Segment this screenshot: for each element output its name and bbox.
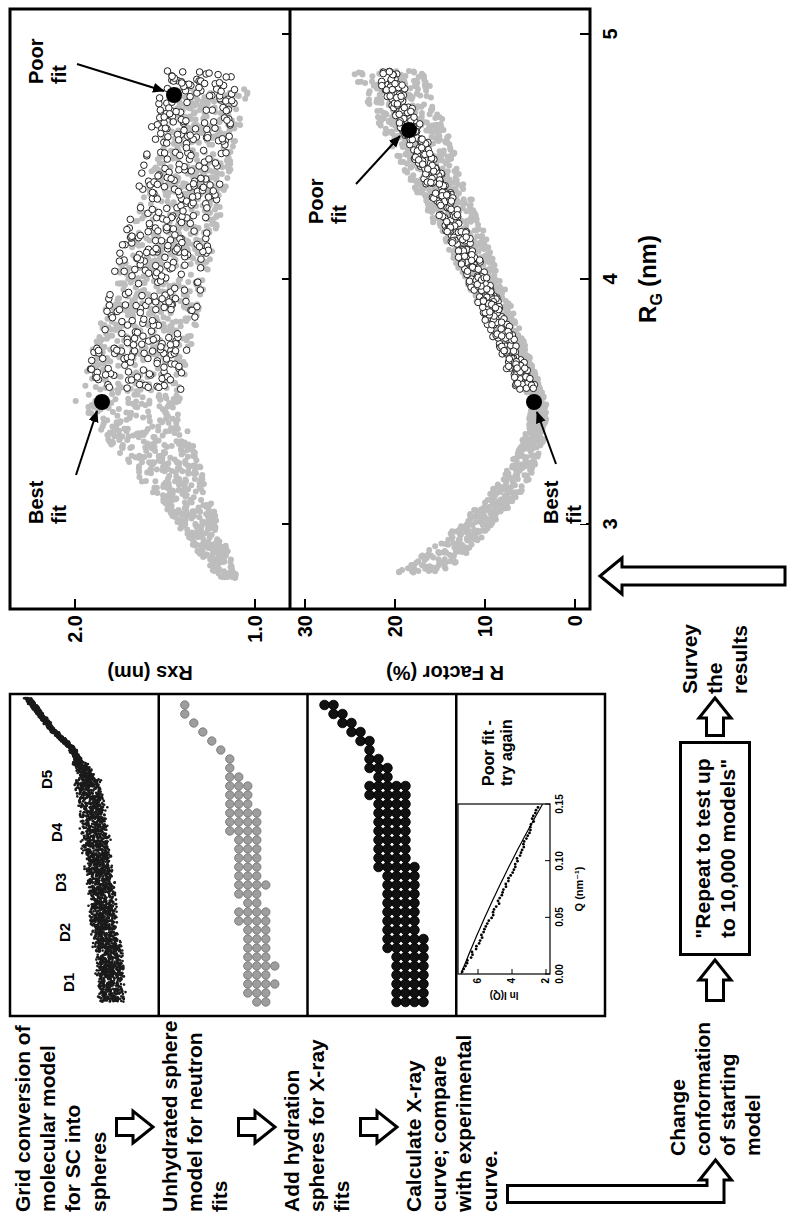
figure-stage: Grid conversion of molecular model for S… — [0, 0, 810, 1224]
